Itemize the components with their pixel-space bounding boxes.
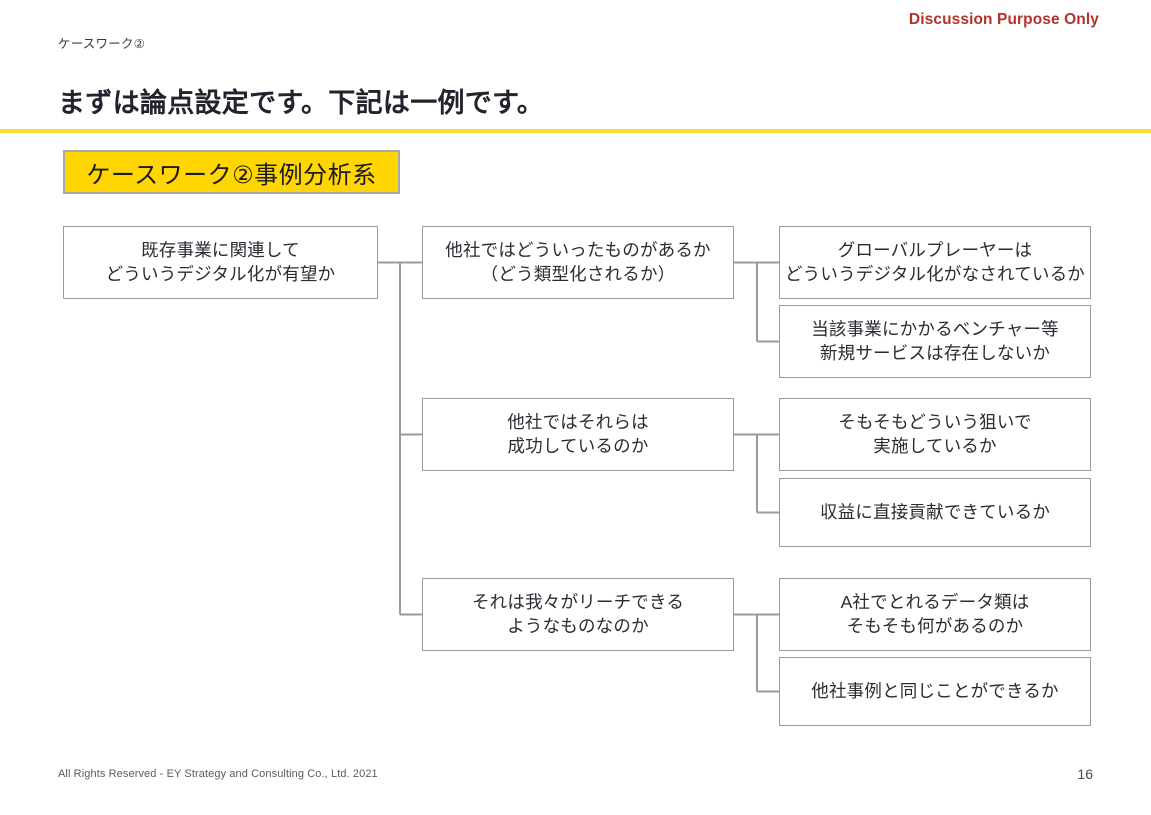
page-title: まずは論点設定です。下記は一例です。 — [58, 88, 544, 119]
tree-node-level2-2[interactable]: 他社ではそれらは 成功しているのか — [422, 398, 734, 471]
tree-node-level1-1[interactable]: 既存事業に関連して どういうデジタル化が有望か — [63, 226, 378, 299]
tree-node-level2-3[interactable]: それは我々がリーチできる ようなものなのか — [422, 578, 734, 651]
eyebrow-label: ケースワーク② — [58, 37, 145, 51]
page-number: 16 — [1077, 766, 1093, 782]
tree-node-level3-6[interactable]: 他社事例と同じことができるか — [779, 657, 1091, 726]
footer-copyright: All Rights Reserved - EY Strategy and Co… — [58, 768, 378, 780]
tree-node-level3-4[interactable]: 収益に直接貢献できているか — [779, 478, 1091, 547]
section-tag: ケースワーク②事例分析系 — [63, 150, 400, 194]
tree-node-level3-2[interactable]: 当該事業にかかるベンチャー等 新規サービスは存在しないか — [779, 305, 1091, 378]
tree-node-level3-1[interactable]: グローバルプレーヤーは どういうデジタル化がなされているか — [779, 226, 1091, 299]
disclaimer-label: Discussion Purpose Only — [908, 11, 1099, 28]
tree-node-level3-5[interactable]: A社でとれるデータ類は そもそも何があるのか — [779, 578, 1091, 651]
tree-node-level2-1[interactable]: 他社ではどういったものがあるか （どう類型化されるか） — [422, 226, 734, 299]
tree-node-level3-3[interactable]: そもそもどういう狙いで 実施しているか — [779, 398, 1091, 471]
header-divider — [0, 129, 1151, 133]
